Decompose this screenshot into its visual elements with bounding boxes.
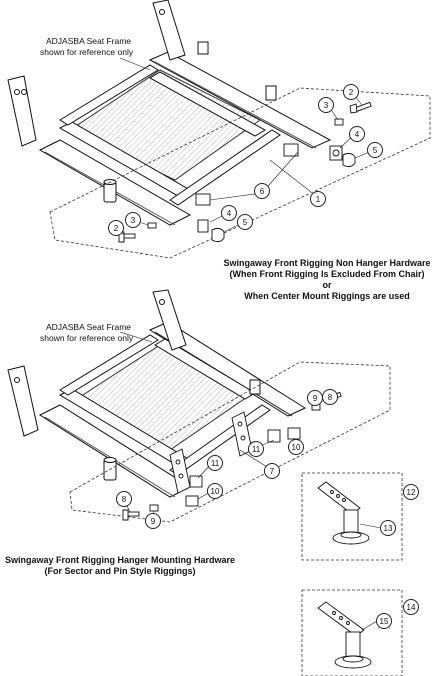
callout-6: 6 [254, 183, 270, 199]
section1-caption-line1: Swingaway Front Rigging Non Hanger Hardw… [223, 258, 431, 268]
callout-14: 14 [403, 599, 419, 615]
section2-caption: Swingaway Front Rigging Hanger Mounting … [4, 555, 236, 577]
callout-4: 4 [221, 205, 237, 221]
top-hardware-parts [118, 101, 372, 243]
section2-caption-line1: Swingaway Front Rigging Hanger Mounting … [4, 555, 235, 565]
section1-caption-line3: or [322, 280, 332, 290]
callout-7: 7 [264, 463, 280, 479]
kit-box-14 [301, 589, 403, 676]
hanger-assembly-12 [317, 481, 370, 545]
callout-1: 1 [310, 191, 326, 207]
callout-3: 3 [318, 97, 334, 113]
section1-caption-line4: When Center Mount Riggings are used [244, 291, 410, 301]
callout-12: 12 [403, 484, 419, 500]
reference-label-bottom-2: shown for reference only [40, 333, 134, 343]
section1-caption: Swingaway Front Rigging Non Hanger Hardw… [212, 258, 440, 302]
callout-11: 11 [207, 455, 223, 471]
callout-8: 8 [322, 389, 338, 405]
top-hardware-kit-outline [49, 87, 431, 259]
reference-label-top-2: shown for reference only [40, 47, 134, 57]
kit-box-12 [301, 472, 403, 561]
leader-15 [361, 620, 378, 631]
reference-label-bottom-1: ADJASBA Seat Frame [46, 322, 132, 332]
top-seat-frame [7, 0, 332, 226]
callout-8: 8 [116, 491, 132, 507]
section2-caption-line2: (For Sector and Pin Style Riggings) [44, 566, 196, 576]
callout-5: 5 [367, 142, 383, 158]
leader-13 [359, 523, 382, 529]
callout-5: 5 [237, 214, 253, 230]
callout-4: 4 [349, 126, 365, 142]
callout-2: 2 [108, 220, 124, 236]
callout-10: 10 [288, 439, 304, 455]
callout-9: 9 [307, 390, 323, 406]
callout-2: 2 [343, 84, 359, 100]
bottom-seat-frame [7, 289, 307, 498]
callout-13: 13 [380, 520, 396, 536]
callout-10: 10 [207, 483, 223, 499]
reference-label-top-1: ADJASBA Seat Frame [46, 36, 132, 46]
callout-15: 15 [376, 613, 392, 629]
callout-11: 11 [248, 441, 264, 457]
callout-9: 9 [145, 513, 161, 529]
section1-caption-line2: (When Front Rigging Is Excluded From Cha… [229, 269, 425, 279]
callout-3: 3 [125, 212, 141, 228]
hanger-assembly-14 [317, 601, 372, 669]
